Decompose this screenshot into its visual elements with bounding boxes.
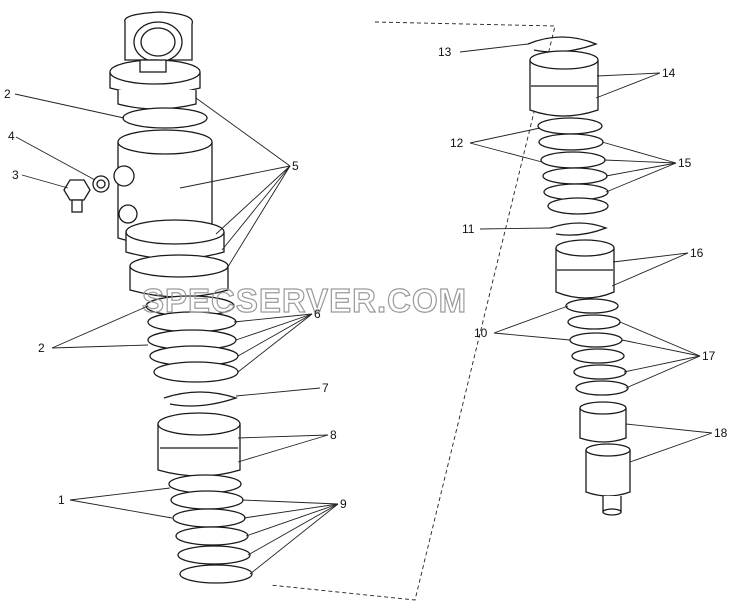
piston [157, 412, 241, 477]
callout-13: 13 [438, 45, 452, 59]
leader-lines [14, 43, 713, 575]
callout-1: 1 [58, 493, 65, 507]
ring-stack-10-17 [565, 298, 629, 396]
cylinder-body [113, 129, 213, 246]
plug-assembly [63, 175, 110, 213]
callout-6: 6 [314, 307, 321, 321]
callout-2-top: 2 [4, 87, 11, 101]
callout-16: 16 [690, 246, 704, 260]
rod-18 [579, 401, 631, 516]
snap-ring [163, 391, 239, 407]
piston-16 [555, 239, 615, 299]
callout-12: 12 [450, 136, 464, 150]
ring-stack-lower [168, 474, 253, 584]
cylinder-flange [109, 59, 201, 110]
callout-17: 17 [702, 349, 716, 363]
callout-7: 7 [322, 381, 329, 395]
left-cylinder-assembly [63, 11, 253, 584]
ring-stack-upper [145, 295, 239, 383]
callout-11: 11 [462, 222, 475, 236]
snap-ring-11 [549, 222, 608, 236]
callout-15: 15 [678, 156, 692, 170]
snap-ring-13 [527, 36, 598, 53]
callout-2-lower: 2 [38, 341, 45, 355]
ring-stack-12-15 [537, 117, 609, 215]
seal-ring-top [122, 107, 208, 129]
callout-9: 9 [340, 497, 347, 511]
callout-3: 3 [12, 168, 19, 182]
dashed-outline [269, 21, 556, 601]
cylinder-eye [124, 11, 194, 63]
callout-10: 10 [474, 326, 488, 340]
callout-4: 4 [8, 129, 15, 143]
cylinder-sleeve [125, 219, 229, 298]
right-cylinder-assembly [527, 36, 631, 516]
piston-14 [529, 50, 599, 117]
callout-labels: 1 2 2 3 4 5 6 7 8 9 10 11 12 13 14 15 16… [4, 45, 728, 511]
watermark-text: SPECSERVER.COM [142, 282, 467, 319]
callout-14: 14 [662, 66, 676, 80]
callout-8: 8 [330, 428, 337, 442]
callout-18: 18 [714, 426, 728, 440]
callout-5: 5 [292, 159, 299, 173]
